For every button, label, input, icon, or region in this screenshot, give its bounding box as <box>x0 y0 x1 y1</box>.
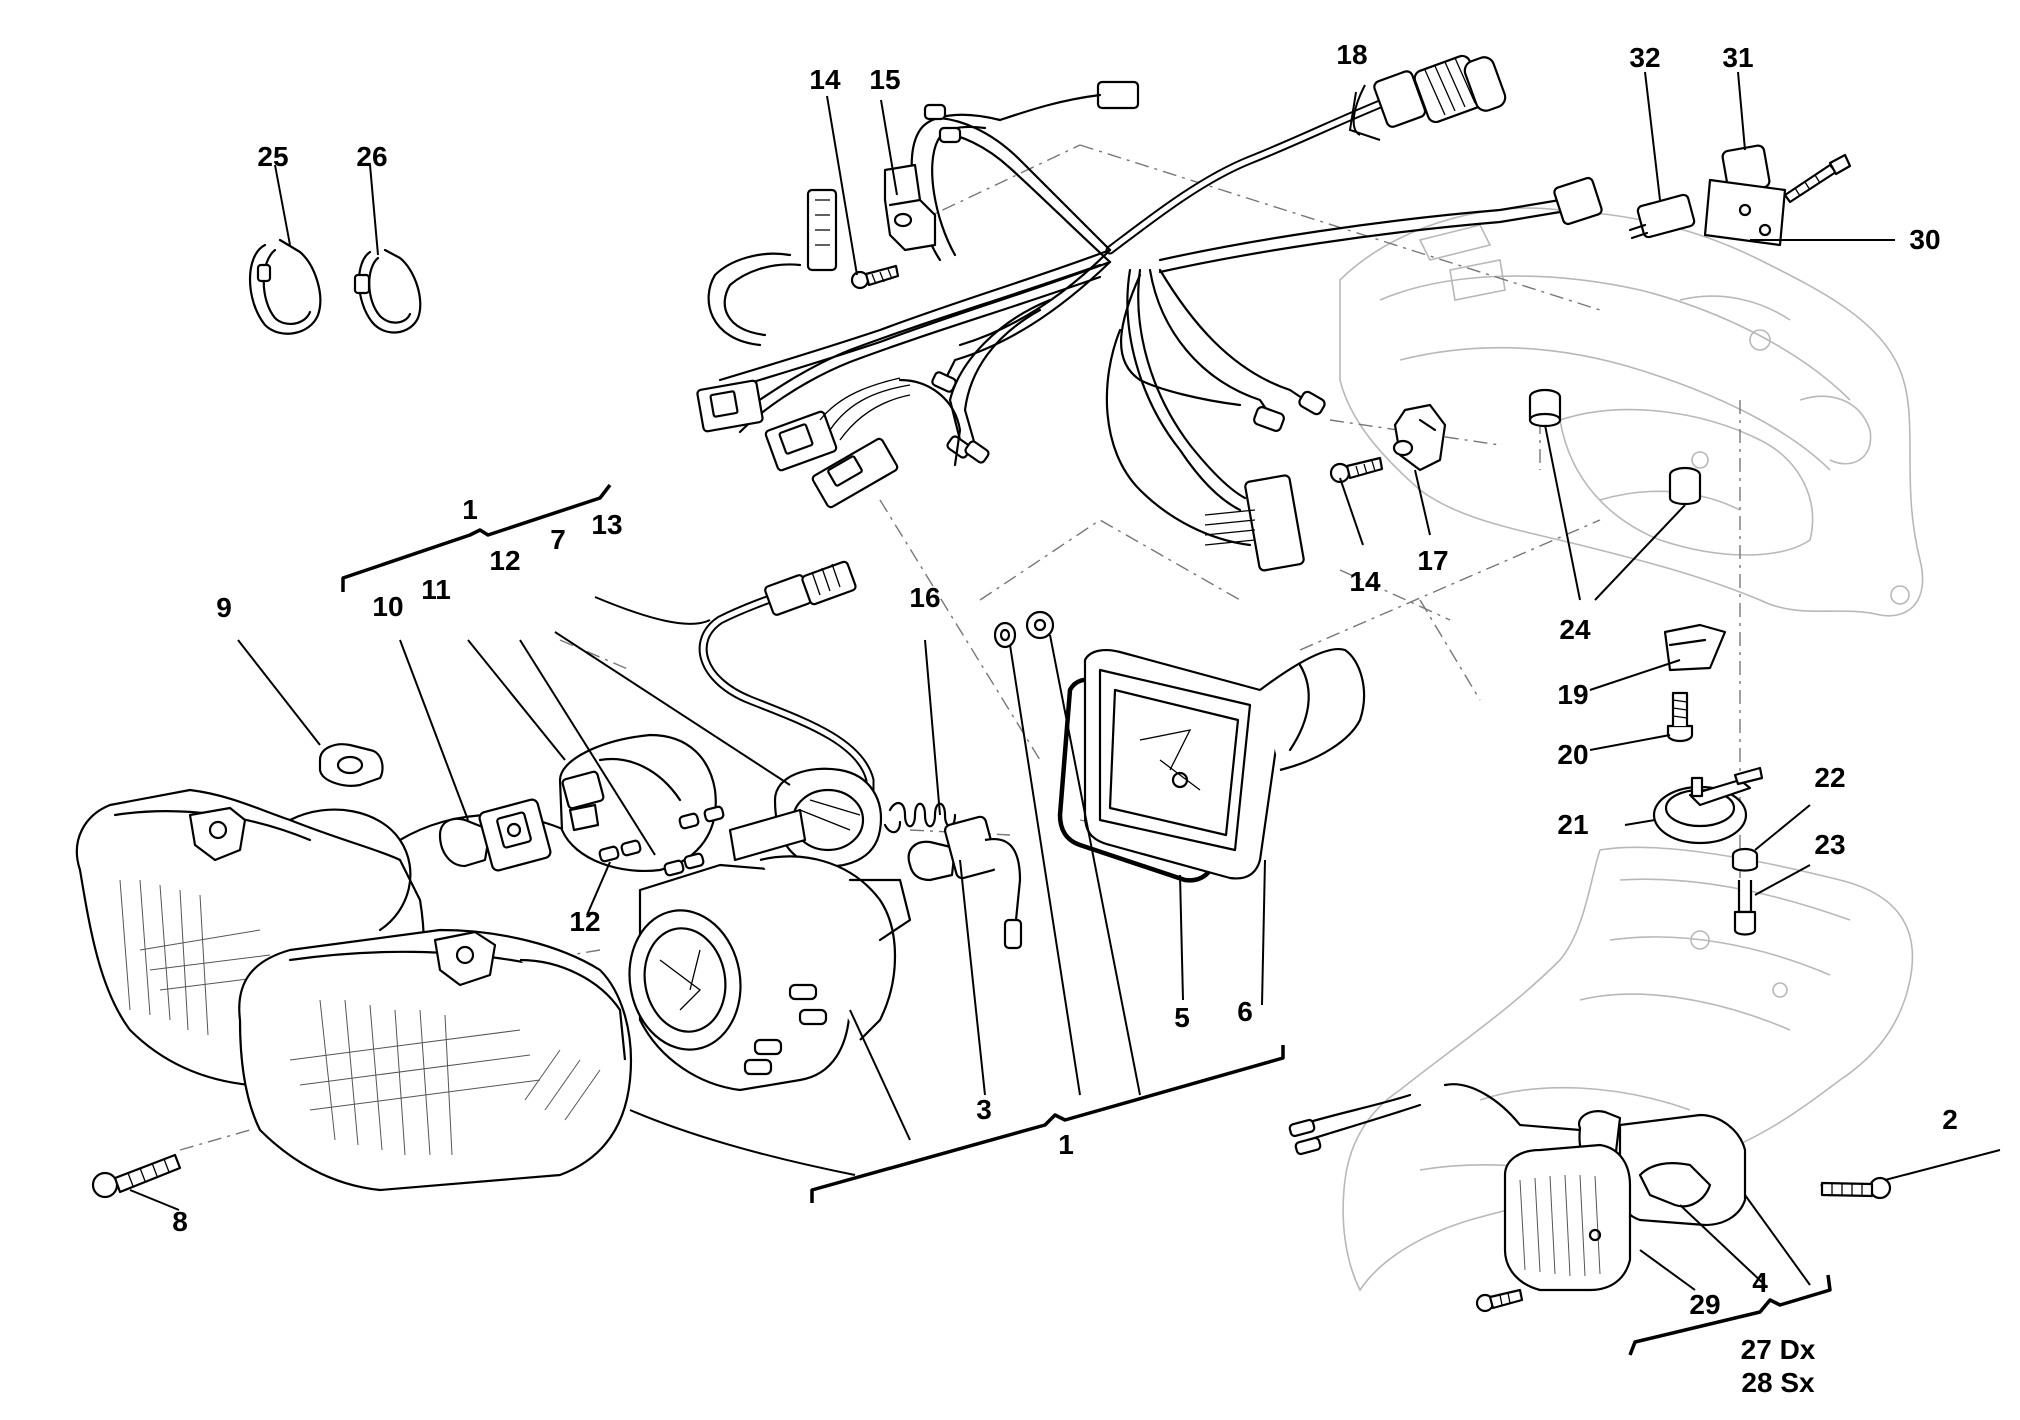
small-headlight-housing <box>628 855 912 1092</box>
label-30: 30 <box>1909 224 1941 255</box>
bracket-17 <box>1392 403 1447 472</box>
bulb-10 <box>438 798 552 872</box>
label-13: 13 <box>591 509 623 540</box>
label-32: 32 <box>1629 42 1661 73</box>
label-22: 22 <box>1814 762 1846 793</box>
relay-31-32 <box>1628 144 1852 247</box>
label-5: 5 <box>1174 1002 1190 1033</box>
spring-16 <box>883 802 957 834</box>
bracket-19 <box>1663 623 1727 672</box>
label-23: 23 <box>1814 829 1846 860</box>
leader-lines <box>129 71 2001 1291</box>
brace-1-top <box>341 483 612 592</box>
label-10: 10 <box>372 591 404 622</box>
screw-20 <box>1666 691 1694 743</box>
washers <box>993 610 1055 649</box>
label-12-top: 12 <box>489 545 521 576</box>
connector-13 <box>698 560 875 805</box>
headlight-lens-right <box>238 928 633 1192</box>
screw-14-top <box>850 264 900 290</box>
label-31: 31 <box>1722 42 1754 73</box>
label-16: 16 <box>909 582 941 613</box>
screw-14-mid <box>1329 456 1384 484</box>
label-1-bottom: 1 <box>1058 1129 1074 1160</box>
label-1-top: 1 <box>462 494 478 525</box>
bracket-15 <box>883 163 937 252</box>
label-4: 4 <box>1752 1267 1768 1298</box>
label-28-sx: 28 Sx <box>1741 1367 1815 1398</box>
label-6: 6 <box>1237 996 1253 1027</box>
label-27-dx: 27 Dx <box>1740 1334 1816 1365</box>
nut-22 <box>1731 847 1759 872</box>
label-14-mid: 14 <box>1349 566 1381 597</box>
grommet-9 <box>318 743 384 787</box>
label-12-bottom: 12 <box>569 906 601 937</box>
label-18: 18 <box>1336 39 1368 70</box>
label-25: 25 <box>257 141 289 172</box>
fuses-12 <box>598 805 725 877</box>
wiring-harness <box>696 54 1603 572</box>
label-3: 3 <box>976 1094 992 1125</box>
label-2: 2 <box>1942 1104 1958 1135</box>
label-29: 29 <box>1689 1289 1721 1320</box>
headlight-6 <box>1083 647 1366 880</box>
horn-21 <box>1652 766 1764 845</box>
label-19: 19 <box>1557 679 1589 710</box>
clamp-25-26 <box>248 238 422 335</box>
socket-11 <box>558 733 717 872</box>
label-11: 11 <box>421 574 451 605</box>
label-21: 21 <box>1557 809 1589 840</box>
bulb-3 <box>907 815 1023 950</box>
label-14-top: 14 <box>809 64 841 95</box>
label-7: 7 <box>550 524 566 555</box>
brace-1-bottom <box>810 1045 1285 1203</box>
screw-8 <box>91 1153 182 1199</box>
label-8: 8 <box>172 1206 188 1237</box>
screw-23 <box>1733 880 1757 936</box>
label-9: 9 <box>216 592 232 623</box>
label-26: 26 <box>356 141 388 172</box>
label-17: 17 <box>1417 545 1449 576</box>
label-24: 24 <box>1559 614 1591 645</box>
indicator-lamp <box>1288 1083 1892 1313</box>
label-15: 15 <box>869 64 901 95</box>
label-20: 20 <box>1557 739 1589 770</box>
bulb-holder-7 <box>728 767 883 868</box>
brace-27-28 <box>1628 1274 1832 1356</box>
rubber-mount-24 <box>1528 388 1702 506</box>
